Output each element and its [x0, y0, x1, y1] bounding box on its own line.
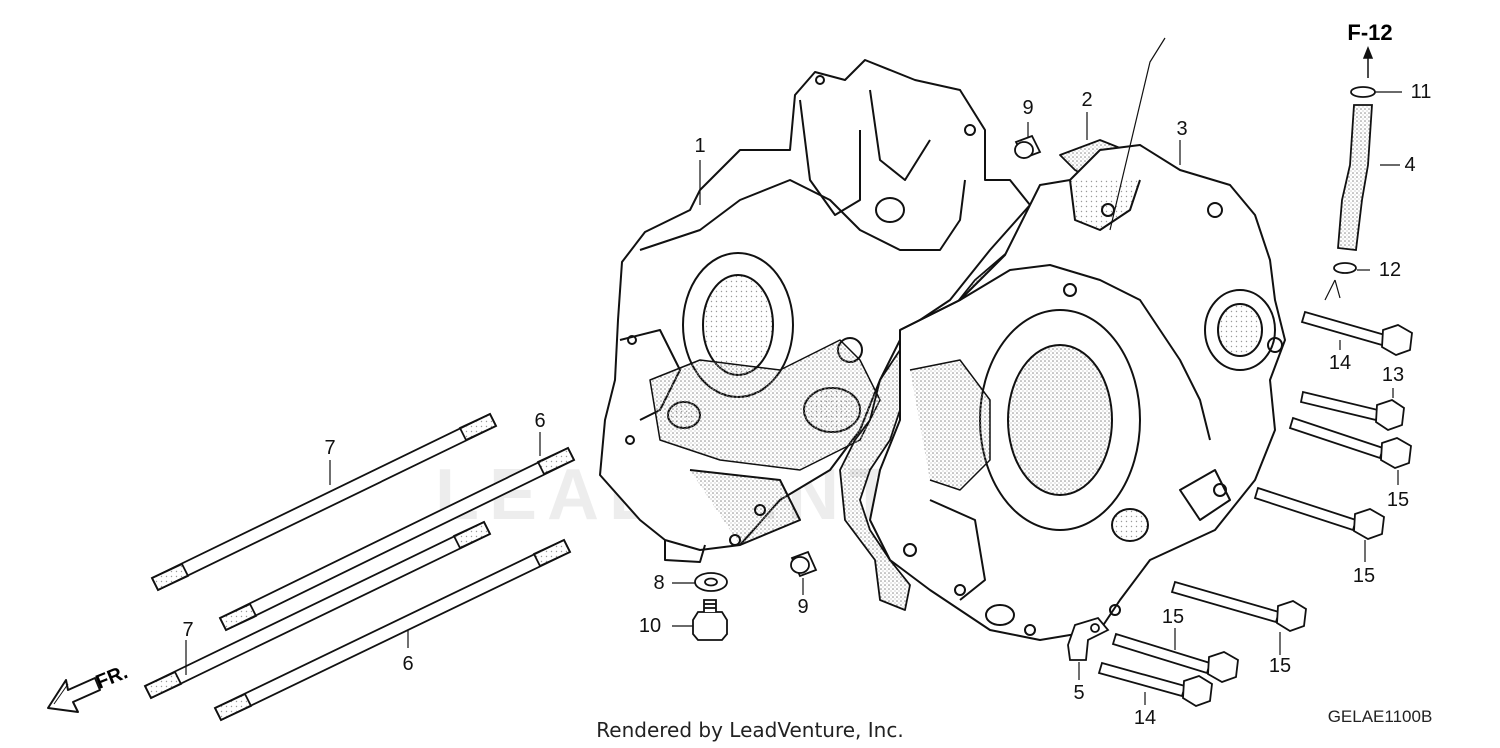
sealing-washer [694, 572, 728, 592]
callout-14-upper[interactable]: 14 [1328, 352, 1352, 374]
stud-bolt-7-lower [143, 520, 492, 700]
callout-5[interactable]: 5 [1073, 682, 1085, 704]
stud-bolt-6-lower [213, 538, 572, 722]
reference-tag-f12[interactable]: F-12 [1347, 20, 1393, 45]
callout-15-lower-right[interactable]: 15 [1268, 655, 1292, 677]
right-crankcase [869, 144, 1286, 641]
callout-14-lower[interactable]: 14 [1133, 707, 1157, 729]
callout-7-lower[interactable]: 7 [182, 619, 194, 641]
callout-12[interactable]: 12 [1378, 259, 1402, 281]
callout-2[interactable]: 2 [1081, 89, 1093, 111]
flange-bolts [1097, 310, 1413, 707]
callout-4[interactable]: 4 [1404, 154, 1416, 176]
callout-11[interactable]: 11 [1410, 81, 1432, 103]
left-crankcase [599, 59, 1031, 563]
front-direction-arrow [47, 677, 101, 713]
stud-bolt-7-upper [150, 412, 498, 592]
callout-7-upper[interactable]: 7 [324, 437, 336, 459]
leader-lines [185, 37, 1402, 705]
hose-clip-upper [1350, 86, 1376, 98]
callout-6-lower[interactable]: 6 [402, 653, 414, 675]
hose-clip-lower [1333, 262, 1357, 274]
hose-reference-arrow [1362, 45, 1374, 78]
callout-9-lower[interactable]: 9 [797, 596, 809, 618]
dowel-pin-upper [1014, 134, 1042, 160]
callout-1[interactable]: 1 [694, 135, 706, 157]
callout-8[interactable]: 8 [653, 572, 665, 594]
breather-hose [1337, 104, 1373, 251]
footer-credit: Rendered by LeadVenture, Inc. [596, 718, 904, 742]
callout-15-right-upper[interactable]: 15 [1386, 489, 1410, 511]
stud-bolt-6-upper [218, 446, 576, 632]
callout-3[interactable]: 3 [1176, 118, 1188, 140]
dowel-pin-lower [790, 550, 818, 578]
diagram-code: GELAE1100B [1327, 707, 1433, 726]
callout-10[interactable]: 10 [638, 615, 662, 637]
cable-clamp [1067, 616, 1110, 661]
callout-15-right-middle[interactable]: 15 [1352, 565, 1376, 587]
callout-13[interactable]: 13 [1381, 364, 1405, 386]
callout-6-upper[interactable]: 6 [534, 410, 546, 432]
drain-bolt [692, 599, 728, 641]
callout-9-upper[interactable]: 9 [1022, 97, 1034, 119]
callout-15-lower-middle[interactable]: 15 [1161, 606, 1185, 628]
